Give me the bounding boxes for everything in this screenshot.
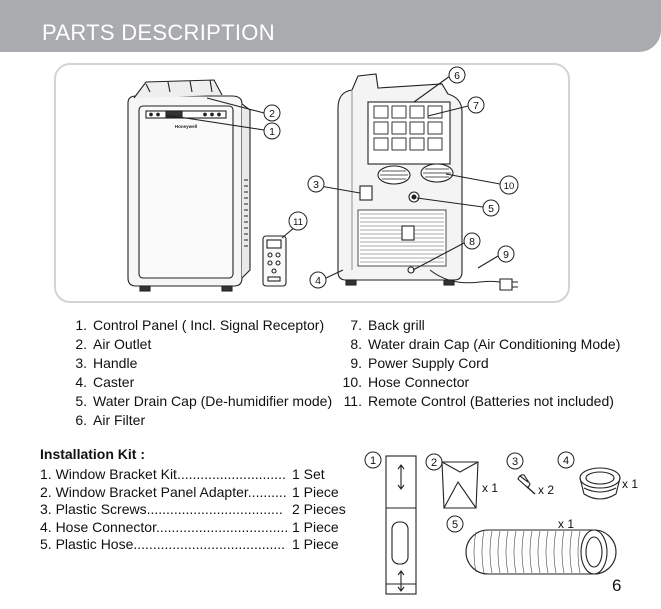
list-item: 5. Plastic Hose.........................… <box>40 536 339 552</box>
svg-text:5: 5 <box>488 203 494 215</box>
callout-2: 2 <box>263 104 281 122</box>
callout-6: 6 <box>448 66 466 84</box>
svg-text:2: 2 <box>431 457 437 469</box>
list-item: 3. Plastic Screws.......................… <box>40 501 346 517</box>
svg-text:3: 3 <box>313 179 319 191</box>
svg-text:7: 7 <box>473 100 479 112</box>
page-title: PARTS DESCRIPTION <box>42 20 275 45</box>
list-item: 2.Air Outlet <box>75 336 152 352</box>
kit-callout-5: 5 <box>446 515 464 533</box>
plastic-hose-illustration <box>465 529 617 575</box>
kit-callout-1: 1 <box>364 451 382 469</box>
page-number: 6 <box>612 576 622 595</box>
list-item: 1. Window Bracket Kit...................… <box>40 466 325 482</box>
svg-text:8: 8 <box>469 236 475 248</box>
svg-text:3: 3 <box>512 456 518 468</box>
screws-quantity: x 2 <box>538 483 554 497</box>
svg-text:9: 9 <box>503 249 509 261</box>
adapter-quantity: x 1 <box>482 481 498 495</box>
svg-text:10: 10 <box>504 181 515 192</box>
list-item: 10.Hose Connector <box>342 374 470 390</box>
product-diagram: Honeywell 1 2 3 4 5 6 7 8 9 10 11 <box>127 66 519 292</box>
remote-control-illustration <box>262 235 287 287</box>
plastic-screws-illustration <box>517 474 536 495</box>
callout-3: 3 <box>307 175 325 193</box>
callout-8: 8 <box>463 232 481 250</box>
list-item: 4.Caster <box>75 374 135 390</box>
callout-1: 1 <box>263 122 281 140</box>
list-item: 3.Handle <box>75 355 138 371</box>
back-unit-illustration <box>337 73 463 286</box>
svg-text:6: 6 <box>454 70 460 82</box>
hose-connector-illustration <box>579 467 621 500</box>
callout-10: 10 <box>499 175 519 195</box>
window-adapter-illustration <box>441 461 479 509</box>
list-item: 1.Control Panel ( Incl. Signal Receptor) <box>75 317 325 333</box>
header-bar <box>0 0 661 52</box>
list-item: 4. Hose Connector.......................… <box>40 518 339 535</box>
callout-11: 11 <box>288 211 308 231</box>
svg-text:1: 1 <box>370 455 376 467</box>
callout-9: 9 <box>497 245 515 263</box>
svg-text:2: 2 <box>269 108 275 120</box>
brand-logo-text: Honeywell <box>175 124 197 129</box>
svg-text:4: 4 <box>563 455 569 467</box>
hose-quantity: x 1 <box>558 517 574 531</box>
svg-text:4: 4 <box>315 275 321 287</box>
list-item: 2. Window Bracket Panel Adapter.........… <box>40 483 339 500</box>
kit-callout-2: 2 <box>425 453 443 471</box>
callout-5: 5 <box>482 199 500 217</box>
parts-list-right: 7.Back grill 8.Water drain Cap (Air Cond… <box>333 316 621 411</box>
connector-quantity: x 1 <box>622 477 638 491</box>
kit-callout-3: 3 <box>506 452 524 470</box>
list-item: 6.Air Filter <box>75 412 146 428</box>
installation-kit-title: Installation Kit : <box>40 446 145 462</box>
svg-text:1: 1 <box>269 126 275 138</box>
window-bracket-illustration <box>385 455 417 595</box>
svg-text:11: 11 <box>293 217 303 228</box>
callout-7: 7 <box>467 96 485 114</box>
callout-4: 4 <box>309 271 327 289</box>
list-item: 8.Water drain Cap (Air Conditioning Mode… <box>350 336 621 352</box>
parts-list-left: 1.Control Panel ( Incl. Signal Receptor)… <box>58 316 332 430</box>
installation-kit-diagram: 1 2 3 4 5 x 1 x 2 x 1 x 1 <box>364 451 638 595</box>
list-item: 9.Power Supply Cord <box>350 355 489 371</box>
list-item: 11.Remote Control (Batteries not include… <box>343 393 614 409</box>
kit-callout-4: 4 <box>557 451 575 469</box>
front-unit-illustration <box>127 79 251 292</box>
installation-kit-list: 1. Window Bracket Kit...................… <box>40 466 346 554</box>
list-item: 7.Back grill <box>350 317 425 333</box>
svg-text:5: 5 <box>452 519 458 531</box>
list-item: 5.Water Drain Cap (De-humidifier mode) <box>75 393 333 409</box>
